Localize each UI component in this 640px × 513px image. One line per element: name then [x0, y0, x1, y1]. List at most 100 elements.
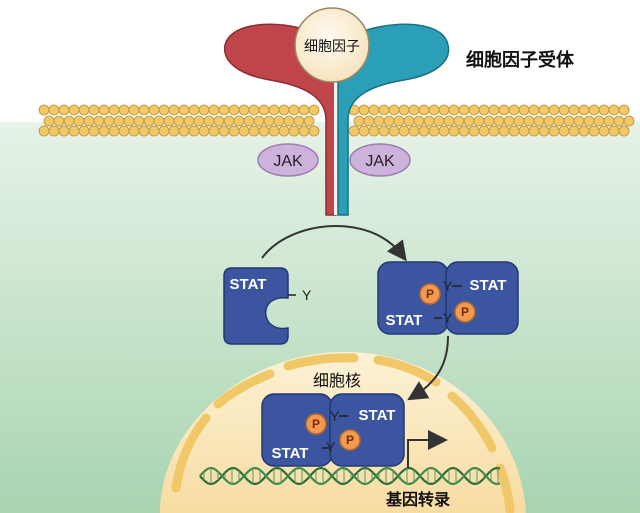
membrane-bead: [268, 125, 280, 137]
membrane-bead: [458, 125, 470, 137]
jak-right: JAK: [349, 143, 411, 177]
nuc-stat-right-body: [329, 393, 405, 467]
membrane-bead: [513, 115, 525, 127]
membrane-bead: [368, 125, 380, 137]
membrane-bead: [298, 104, 310, 116]
phosphate-2-label: P: [461, 305, 469, 319]
jak-left-label: JAK: [273, 153, 303, 170]
membrane-bead: [543, 115, 555, 127]
membrane-bead: [613, 115, 625, 127]
membrane-bead: [478, 125, 490, 137]
membrane-bead: [218, 125, 230, 137]
membrane-bead: [248, 104, 260, 116]
membrane-bead: [598, 104, 610, 116]
membrane-bead: [358, 104, 370, 116]
membrane-bead: [383, 115, 395, 127]
membrane-bead: [203, 115, 215, 127]
nuc-stat-left-label: STAT: [272, 445, 309, 462]
membrane-bead: [78, 104, 90, 116]
membrane-bead: [118, 125, 130, 137]
transcription-start-arrow: [407, 430, 448, 468]
nuclear-envelope-seg-3: [283, 353, 359, 371]
membrane-bead: [538, 104, 550, 116]
membrane-bead: [438, 104, 450, 116]
membrane-bead: [293, 115, 305, 127]
membrane-bead: [533, 115, 545, 127]
membrane-bead: [568, 104, 580, 116]
membrane-bead: [68, 125, 80, 137]
membrane-bead: [408, 104, 420, 116]
membrane-bead: [188, 125, 200, 137]
nuc-phosphate-1-label: P: [312, 417, 320, 431]
membrane-bead: [128, 104, 140, 116]
stat-dimer-tyrosine-2: Y: [443, 310, 453, 326]
nuclear-envelope-seg-4: [373, 355, 441, 387]
membrane-bead: [228, 104, 240, 116]
membrane-bead: [568, 125, 580, 137]
membrane-bead: [608, 125, 620, 137]
membrane-bead: [553, 115, 565, 127]
membrane-bead: [208, 125, 220, 137]
membrane-bead: [193, 115, 205, 127]
membrane-bead: [278, 104, 290, 116]
membrane-bead: [578, 125, 590, 137]
membrane-bead: [238, 104, 250, 116]
membrane-bead: [78, 125, 90, 137]
membrane-bead: [423, 115, 435, 127]
membrane-bead: [378, 125, 390, 137]
translocation-arrow: [407, 335, 449, 401]
stat-dimer-right-label: STAT: [470, 277, 507, 294]
membrane-bead: [468, 104, 480, 116]
membrane-bead: [428, 104, 440, 116]
cytokine: 细胞因子: [294, 7, 370, 83]
receptor-center-line: [334, 80, 337, 215]
membrane-bead: [38, 125, 50, 137]
membrane-bead: [538, 125, 550, 137]
dna-helix: [199, 467, 501, 485]
membrane-bead: [188, 104, 200, 116]
membrane-bead: [373, 115, 385, 127]
phosphate-1: [419, 283, 441, 305]
membrane-bead: [83, 115, 95, 127]
membrane-bead: [583, 115, 595, 127]
cytokine-label: 细胞因子: [304, 39, 360, 55]
membrane-bead: [458, 104, 470, 116]
membrane-bead: [473, 115, 485, 127]
membrane-bead: [478, 104, 490, 116]
membrane-bead: [98, 104, 110, 116]
membrane-bead: [148, 125, 160, 137]
membrane-bead: [588, 125, 600, 137]
stat-dimer-tyrosine-1: Y: [443, 278, 453, 294]
nuclear-envelope-seg-5: [447, 391, 497, 453]
nuclear-envelope-seg-2: [213, 369, 275, 409]
stat-monomer: STAT Y: [223, 267, 312, 345]
membrane-bead: [253, 115, 265, 127]
membrane-bead: [353, 115, 365, 127]
membrane-bead: [303, 115, 315, 127]
membrane-bead: [128, 125, 140, 137]
membrane-bead: [198, 104, 210, 116]
membrane-bead: [108, 104, 120, 116]
membrane-bead: [158, 104, 170, 116]
membrane-bead: [228, 125, 240, 137]
membrane-bead: [413, 115, 425, 127]
membrane-bead: [168, 125, 180, 137]
membrane-bead: [308, 104, 320, 116]
membrane-bead: [88, 125, 100, 137]
membrane-bead: [433, 115, 445, 127]
membrane-bead: [103, 115, 115, 127]
membrane-bead: [348, 125, 360, 137]
membrane-bead: [268, 104, 280, 116]
membrane-bead: [148, 104, 160, 116]
membrane-bead: [288, 125, 300, 137]
membrane-bead: [278, 125, 290, 137]
membrane-bead: [38, 104, 50, 116]
dna-strand: [199, 467, 501, 485]
stat-dimer-cytoplasm: STAT STAT P Y P Y: [377, 261, 519, 335]
membrane-bead: [198, 125, 210, 137]
membrane-bead: [453, 115, 465, 127]
membrane-bead: [558, 125, 570, 137]
membrane-bead: [258, 104, 270, 116]
membrane-bead: [393, 115, 405, 127]
nucleus-label: 细胞核: [313, 371, 361, 390]
